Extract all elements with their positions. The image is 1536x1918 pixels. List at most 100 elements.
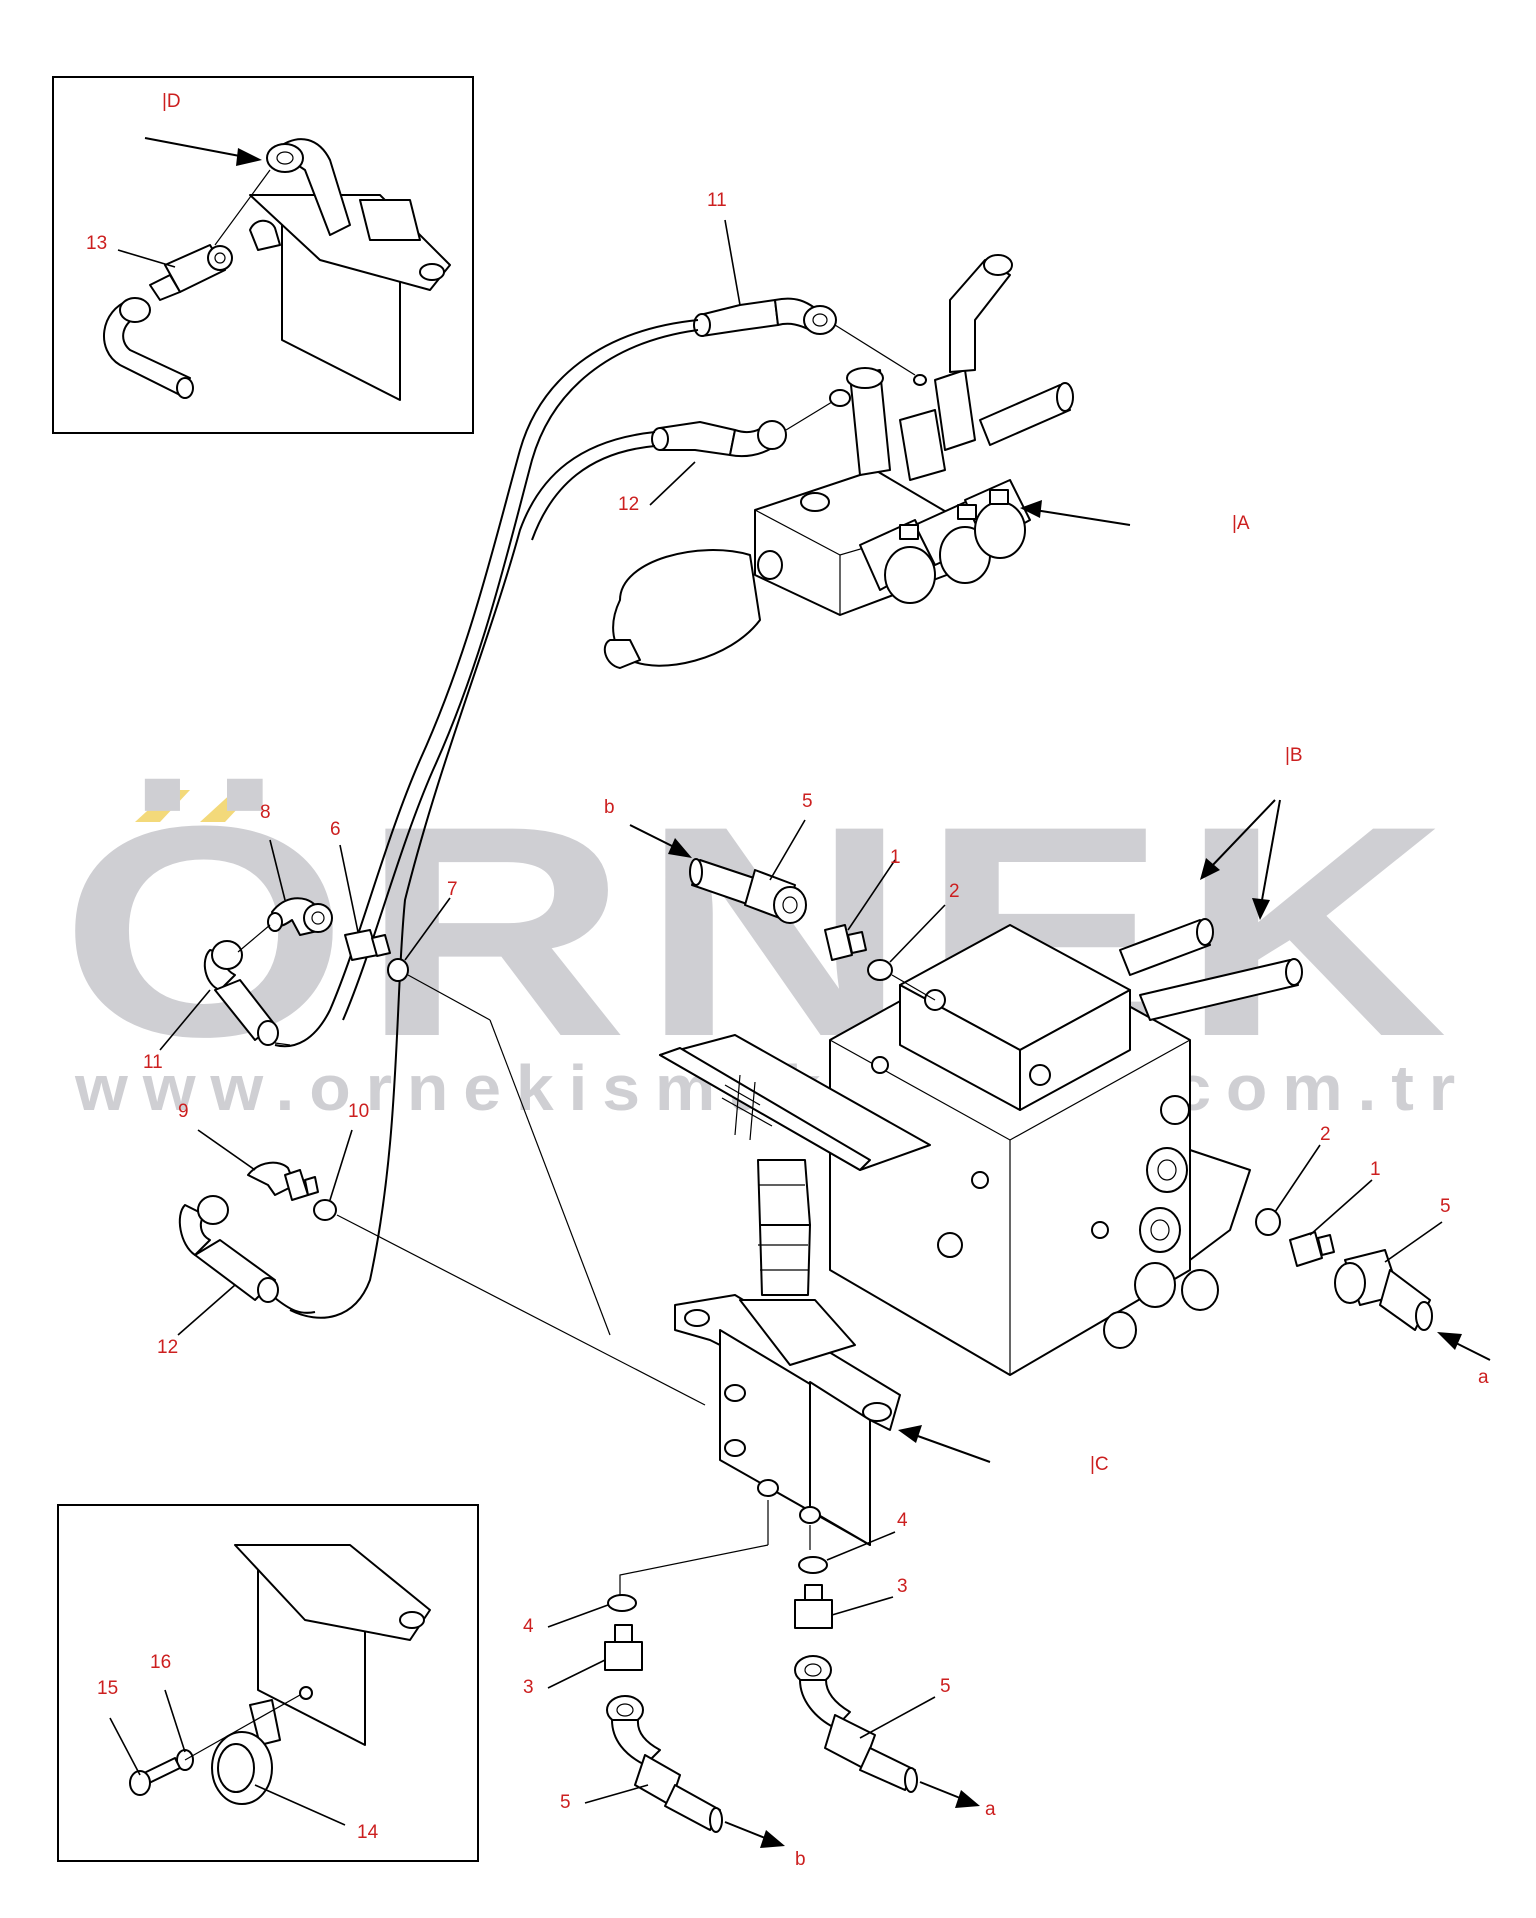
- valve-b-port-11: [871, 1056, 889, 1074]
- o-ring-10: [313, 1199, 337, 1221]
- small-fitting-a: [829, 389, 851, 407]
- leader-3-right: [831, 1596, 894, 1616]
- guide-line-c-left-2: [619, 1544, 769, 1598]
- hose-12-end: [651, 427, 669, 451]
- view-arrowhead-b-2: [1252, 898, 1270, 920]
- guide-line-7: [407, 974, 491, 1021]
- o-ring-4-left: [607, 1594, 637, 1612]
- o-ring-2-top: [867, 959, 893, 981]
- hose-12-sleeve: [659, 421, 736, 456]
- hose-d-end: [176, 377, 194, 399]
- view-arrow-a: [1034, 509, 1131, 526]
- hose-12-to-valve: [785, 401, 833, 431]
- valve-b-port-4: [1181, 1269, 1219, 1311]
- leader-11-low: [159, 989, 211, 1051]
- hose-5-top-nut-inner: [782, 896, 798, 914]
- valve-b-hose-1-end: [1196, 918, 1214, 946]
- hose-11-lower-line: [274, 1042, 291, 1046]
- hose-12-line-inner: [531, 445, 656, 541]
- guide-line-7b: [489, 1019, 611, 1336]
- callout-1-top: 1: [890, 847, 901, 868]
- o-ring-4-right: [798, 1556, 828, 1574]
- hose-5-left: [664, 1784, 721, 1831]
- valve-b-port-8: [1029, 1064, 1051, 1086]
- elbow-9-nut: [284, 1169, 309, 1201]
- leader-3-left: [547, 1659, 606, 1689]
- valve-b-port-5: [1103, 1311, 1137, 1349]
- view-arrowhead-d: [236, 148, 262, 166]
- elbow-port-inner-d: [276, 151, 294, 165]
- solenoid-plug-3: [989, 489, 1009, 505]
- hose-11-lower-end: [257, 1020, 279, 1046]
- elbow-a-2: [899, 409, 946, 481]
- bolt-15-head: [129, 1770, 151, 1796]
- adapter-1-top-thread: [847, 931, 867, 954]
- view-arrow-b-2: [1261, 799, 1281, 901]
- view-arrowhead-c: [898, 1425, 922, 1443]
- elbow-a-1-top: [846, 367, 884, 389]
- callout-11-top: 11: [707, 190, 727, 211]
- hose-11-line-inner: [342, 329, 699, 1021]
- hose-5-right-end: [1415, 1301, 1433, 1331]
- valve-b-port-3: [1134, 1262, 1176, 1308]
- adapter-6-thread: [371, 934, 391, 957]
- leader-11-top: [724, 219, 741, 306]
- valve-b-port-2: [1139, 1207, 1181, 1253]
- view-label-b: |B: [1285, 745, 1303, 766]
- adapter-3-right-thread: [804, 1584, 823, 1601]
- callout-11-low: 11: [143, 1052, 163, 1073]
- flow-arrow-b-bottom: [724, 1821, 771, 1841]
- hose-5-top-nut: [773, 886, 807, 924]
- right-fittings-a: 2 1 5 a: [1255, 1124, 1491, 1388]
- view-label-c: |C: [1090, 1454, 1109, 1475]
- hose-5-left-bend: [611, 1719, 661, 1766]
- callout-4-left: 4: [523, 1616, 534, 1637]
- valve-c-port-4: [799, 1506, 821, 1524]
- elbow-8-to-hose: [237, 924, 271, 953]
- hose-12-lower-end: [257, 1277, 279, 1303]
- solenoid-1-cap: [884, 546, 936, 604]
- o-ring-7: [387, 958, 409, 982]
- adapter-1-right: [1289, 1231, 1323, 1267]
- callout-2-right: 2: [1320, 1124, 1331, 1145]
- hose-11-sleeve: [699, 299, 779, 337]
- valve-b-port-12: [1091, 1221, 1109, 1239]
- valve-b-port-7: [937, 1232, 963, 1258]
- vertical-hose-a-end: [983, 254, 1013, 276]
- pedal-stem-upper: [757, 1159, 811, 1226]
- callout-16: 16: [150, 1652, 171, 1673]
- leader-12-top: [649, 461, 696, 506]
- control-valve-b: |B: [829, 745, 1303, 1376]
- flow-label-a-bottom: a: [985, 1799, 996, 1820]
- pedal-rim: [659, 1047, 871, 1171]
- detail-view-mount: 15 16 14: [57, 1504, 479, 1862]
- hose-11-lower-nut: [211, 940, 243, 970]
- valve-b-hose-1: [1119, 919, 1211, 976]
- adapter-1-right-thread: [1317, 1234, 1335, 1256]
- connection-line-d: [214, 169, 271, 246]
- callout-3-right: 3: [897, 1576, 908, 1597]
- solenoid-3-cap: [974, 501, 1026, 559]
- connector-13-port: [207, 245, 233, 271]
- bottom-fittings: 4 3 5 b 4 3 5 a: [523, 1510, 996, 1870]
- watermark: ÖRNEK www.ornekismakinalari.com.tr: [60, 763, 1456, 1124]
- pedal-grid-4: [749, 1081, 756, 1141]
- callout-5-top: 5: [802, 791, 813, 812]
- side-hose-a-end: [1056, 382, 1074, 412]
- leader-16: [164, 1689, 186, 1753]
- assembly-line-mount: [184, 1694, 301, 1761]
- valve-c-port-1: [724, 1384, 746, 1402]
- flow-label-a-right: a: [1478, 1367, 1489, 1388]
- detail-box-mount: [57, 1504, 479, 1862]
- leader-5-right: [1384, 1221, 1443, 1263]
- hose-11-line: [274, 319, 699, 1048]
- leader-15: [109, 1717, 141, 1776]
- elbow-a-3: [934, 369, 976, 451]
- leader-7: [404, 897, 451, 961]
- top-fittings-b: b 5 1 2: [604, 791, 960, 1001]
- hose-11-nut-inner: [812, 313, 828, 327]
- leader-13: [117, 249, 176, 268]
- leader-5-left: [584, 1784, 649, 1804]
- valve-b-port-6: [1160, 1095, 1190, 1125]
